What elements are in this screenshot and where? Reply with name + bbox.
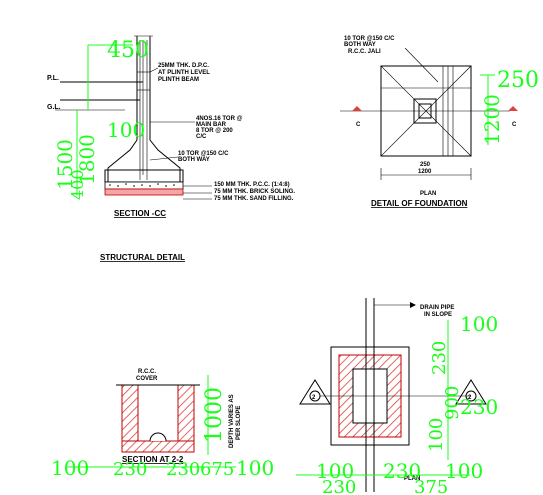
dim-400: 400 xyxy=(68,169,87,200)
depth-note: DEPTH VARIES AS xyxy=(229,394,235,448)
dim-230-top: 230 xyxy=(429,341,450,375)
dim-100: 100 xyxy=(107,118,145,142)
foundation-note-tor: 10 TOR @150 C/C xyxy=(344,36,395,42)
foundation-dim-250: 250 xyxy=(420,162,431,168)
foundation-plan-label: PLAN xyxy=(420,191,436,197)
foundation-dim-1200: 1200 xyxy=(418,169,432,175)
dim-1800: 1800 xyxy=(75,134,99,185)
rcc-cover-label-2: COVER xyxy=(136,376,158,382)
note-dpc-2: AT PLINTH LEVEL xyxy=(158,70,210,76)
dim-230-bottom: 230 xyxy=(383,459,421,483)
dim-375: 375 xyxy=(414,477,448,495)
note-bars: 4NOS.16 TOR @ xyxy=(196,116,243,122)
note-stirrup: 8 TOR @ 200 xyxy=(196,128,233,134)
structural-detail-title: STRUCTURAL DETAIL xyxy=(100,253,185,262)
drain-plan: DRAIN PIPE IN SLOPE 2 2 PLAN 100 230 230… xyxy=(296,298,498,495)
dim-900: 900 xyxy=(442,386,463,420)
dim-100-bl: 100 xyxy=(316,459,354,483)
section-2-2: R.C.C. COVER DEPTH VARIES AS PER SLOPE S… xyxy=(51,369,274,480)
note-pcc: 150 MM THK. P.C.C. (1:4:8) xyxy=(214,182,290,188)
note-tor: 10 TOR @150 C/C xyxy=(178,151,229,157)
section-cc: P.L. G.L. 25MM THK. D.P.C. AT PLINTH LEV… xyxy=(47,35,295,218)
drain-pipe-note-2: IN SLOPE xyxy=(424,312,452,318)
note-cc: C/C xyxy=(196,134,207,140)
drain-pipe-note: DRAIN PIPE xyxy=(420,305,454,311)
dim-230-b: 230 xyxy=(166,459,200,480)
section-mark-2-left: 2 xyxy=(312,395,316,401)
section-cc-title: SECTION -CC xyxy=(114,209,166,218)
dim-1500: 1500 xyxy=(53,139,77,190)
section-mark-c-left: C xyxy=(356,122,361,128)
dim-100-br: 100 xyxy=(445,459,483,483)
dim-675: 675 xyxy=(200,459,234,480)
note-dpc: 25MM THK. D.P.C. xyxy=(158,63,209,69)
dim-250: 250 xyxy=(497,68,539,93)
note-plinth-beam: PLINTH BEAM xyxy=(158,77,199,83)
section-2-2-title: SECTION AT 2-2 xyxy=(122,455,184,464)
dim-230-right: 230 xyxy=(460,395,498,419)
section-mark-2-right: 2 xyxy=(468,395,472,401)
dim-100-top: 100 xyxy=(460,312,498,336)
note-both-way: BOTH WAY xyxy=(178,157,210,163)
dim-1000: 1000 xyxy=(202,387,227,443)
note-brick: 75 MM THK. BRICK SOLING. xyxy=(214,189,295,195)
gl-label: G.L. xyxy=(47,104,61,111)
dim-100-right: 100 xyxy=(236,456,274,480)
foundation-note-both-way: BOTH WAY xyxy=(344,42,376,48)
pl-label: P.L. xyxy=(47,75,59,82)
note-main-bar: MAIN BAR xyxy=(196,122,227,128)
dim-100-left: 100 xyxy=(51,456,89,480)
depth-note-2: PER SLOPE xyxy=(236,406,242,440)
dim-450: 450 xyxy=(107,38,149,63)
dim-1200: 1200 xyxy=(480,94,504,145)
rcc-cover-label: R.C.C. xyxy=(138,369,156,375)
dim-100-mid: 100 xyxy=(426,418,447,452)
foundation-note-jali: R.C.C. JALI xyxy=(348,49,381,55)
note-sand: 75 MM THK. SAND FILLING. xyxy=(214,196,294,202)
foundation-title: DETAIL OF FOUNDATION xyxy=(371,199,468,208)
dim-230-a: 230 xyxy=(113,459,147,480)
foundation-plan: 10 TOR @150 C/C BOTH WAY R.C.C. JALI C C… xyxy=(340,36,539,208)
drain-plan-label: PLAN xyxy=(404,476,420,482)
dim-230-low: 230 xyxy=(322,477,356,495)
section-mark-c-right: C xyxy=(512,122,517,128)
